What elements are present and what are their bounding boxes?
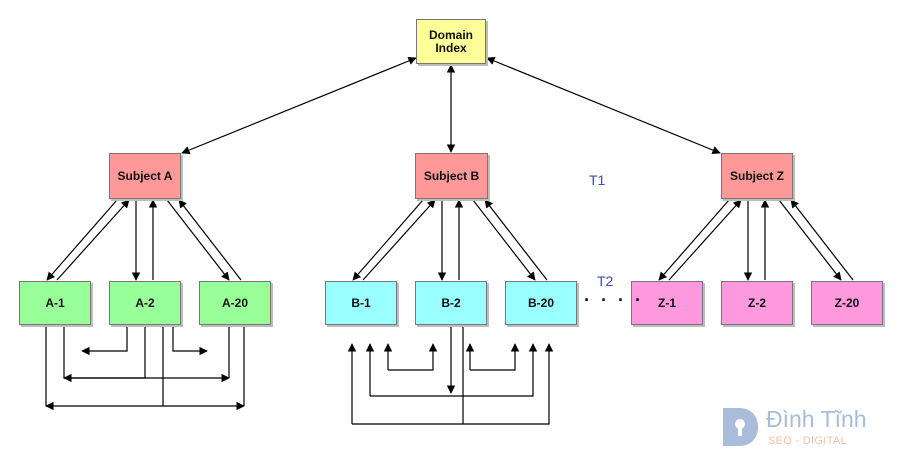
family-z-up-1 [668, 199, 742, 281]
logo-tagline: SEO - DIGITAL [768, 435, 847, 447]
logo-name: Đình Tĩnh [766, 406, 867, 432]
node-a-1: A-1 [19, 281, 91, 325]
ellipsis-dots: · · · · [584, 290, 644, 310]
family-z-down-1 [658, 199, 730, 281]
subject-z-node: Subject Z [721, 153, 793, 199]
node-b-20: B-20 [505, 281, 577, 325]
node-b-2: B-2 [415, 281, 487, 325]
family-a-down-3 [166, 199, 230, 281]
family-b-up-1 [362, 199, 436, 281]
subject-a-node: Subject A [109, 153, 181, 199]
watermark-logo: Đình Tĩnh SEO - DIGITAL [720, 404, 900, 454]
domain-index-label-2: Index [435, 40, 467, 55]
node-a-20: A-20 [199, 281, 271, 325]
b-link-row1-mid [388, 343, 438, 371]
logo-d-icon [723, 408, 758, 446]
b-link-row1-right [470, 343, 520, 371]
tier-label-t2: T2 [597, 273, 614, 289]
link-domain-subject-a [181, 56, 417, 155]
family-a-up-3 [178, 199, 242, 281]
family-a-up-1 [56, 199, 130, 281]
node-b-1: B-1 [325, 281, 397, 325]
a-link-row1-right [172, 326, 208, 356]
node-z-2: Z-2 [721, 281, 793, 325]
b-link-row2-right [370, 343, 538, 397]
family-z-up-3 [790, 199, 854, 281]
family-b-down-3 [472, 199, 536, 281]
family-z-down-3 [778, 199, 842, 281]
link-domain-subject-z [486, 56, 721, 155]
node-z-1: Z-1 [631, 281, 703, 325]
family-b-down-1 [352, 199, 424, 281]
node-a-2: A-2 [109, 281, 181, 325]
a-link-row2-left [63, 326, 146, 379]
node-z-20: Z-20 [811, 281, 883, 325]
a-link-row1-left [81, 326, 128, 356]
family-b-up-3 [484, 199, 548, 281]
domain-index-label-1: Domain [428, 27, 473, 42]
family-a-down-1 [46, 199, 118, 281]
domain-index-node: Domain Index [416, 19, 486, 64]
b-link-row3-right [352, 343, 554, 425]
tier-label-t1: T1 [589, 172, 606, 188]
subject-b-node: Subject B [415, 153, 488, 199]
